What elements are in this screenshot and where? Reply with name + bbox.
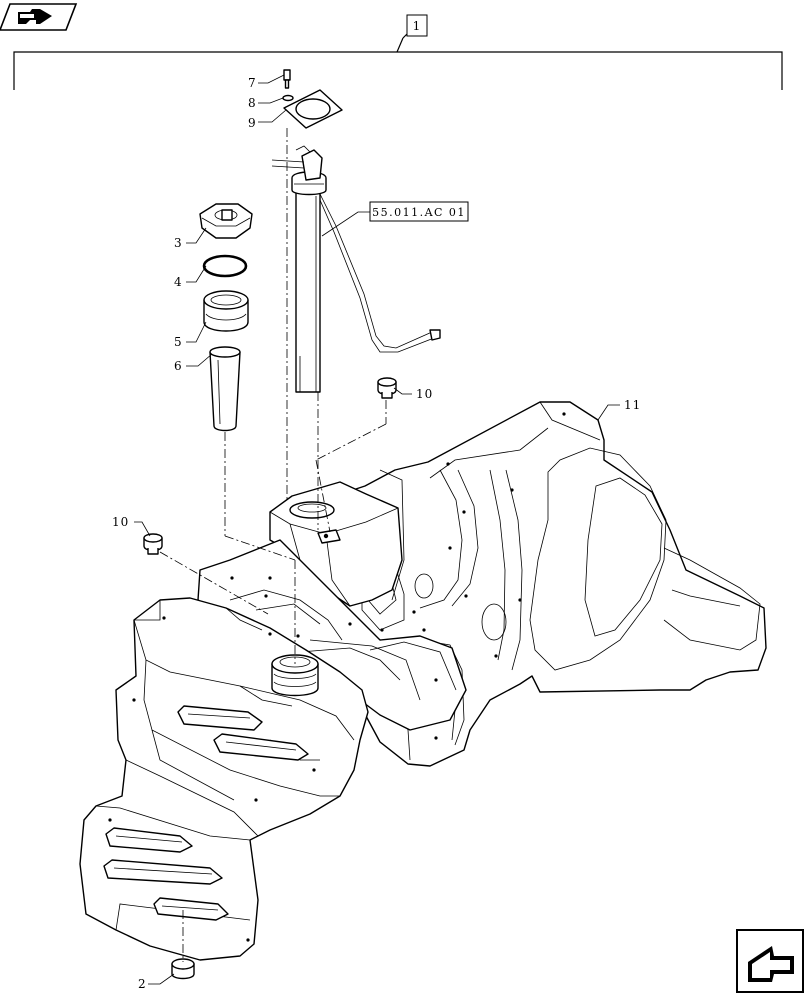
leader-lines (134, 74, 620, 985)
callout-7: 7 (248, 76, 257, 90)
o-ring-4 (202, 254, 248, 278)
bolt-7 (283, 69, 291, 89)
callout-6: 6 (174, 359, 183, 373)
reference-code-label: 55.011.AC 01 (372, 206, 466, 219)
callout-10-top: 10 (416, 387, 433, 401)
washer-8 (282, 94, 294, 102)
callout-3: 3 (174, 236, 183, 250)
callout-9: 9 (248, 116, 257, 130)
callout-labels: 7 8 9 3 4 5 6 10 11 10 2 (112, 76, 641, 991)
callout-2: 2 (138, 977, 147, 991)
filler-adapter-5 (203, 290, 249, 332)
group-number-box: 1 (406, 14, 428, 37)
gasket-9 (283, 89, 343, 129)
group-bracket (13, 33, 783, 90)
callout-5: 5 (174, 335, 183, 349)
fuel-tank-front-body (79, 597, 369, 961)
drain-plug-10-top (377, 377, 397, 399)
part-group-icon[interactable] (0, 3, 78, 31)
callout-10-left: 10 (112, 515, 129, 529)
callout-4: 4 (174, 275, 183, 289)
assembly-centerlines (159, 128, 387, 962)
strainer-tube-6 (209, 346, 241, 432)
callout-8: 8 (248, 96, 257, 110)
next-page-arrow-icon[interactable] (736, 929, 804, 993)
callout-11: 11 (624, 398, 641, 412)
fuel-level-sender (271, 145, 441, 393)
reference-box[interactable]: 55.011.AC 01 (369, 201, 469, 222)
drain-plug-2 (171, 958, 195, 980)
drain-plug-10-left (143, 533, 163, 555)
filler-cap-3 (199, 203, 253, 239)
group-number-label: 1 (413, 19, 422, 33)
